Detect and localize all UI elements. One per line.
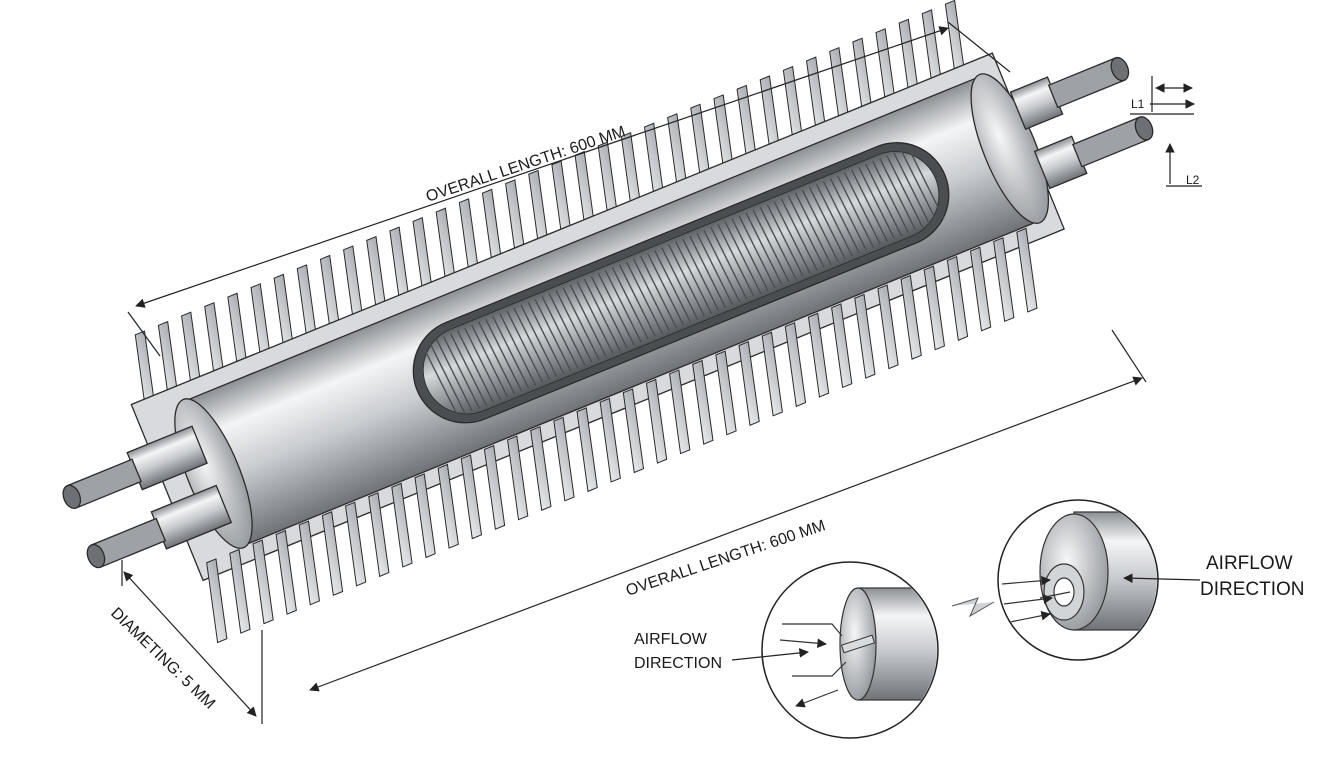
detail-view-left — [761, 561, 939, 739]
coil-turn — [527, 301, 565, 375]
right-terminal-lower — [1033, 116, 1154, 190]
coil-turn — [541, 295, 579, 369]
fin — [275, 529, 297, 615]
dimension-bottom — [309, 329, 1147, 692]
airflow-right-label-line2: DIRECTION — [1200, 579, 1305, 600]
l2-label: L2 — [1186, 173, 1200, 187]
coil-turn — [520, 304, 558, 377]
coil-turn — [534, 298, 572, 372]
fin — [252, 539, 274, 625]
coil-turn — [513, 307, 551, 380]
detail-view-right — [997, 499, 1159, 661]
left-terminal-lower — [86, 484, 233, 569]
diameter-label: DIAMETING: 5 MM — [107, 605, 218, 713]
detail-connector — [951, 597, 995, 618]
l2-marker — [1165, 143, 1202, 187]
dimension-diameter — [121, 560, 263, 724]
right-end-flange — [970, 73, 1050, 224]
coil-turn — [492, 316, 530, 389]
airflow-left-pointer — [731, 648, 809, 661]
airflow-left-label-line1: AIRFLOW — [634, 631, 708, 648]
l1-marker — [1130, 76, 1195, 115]
overall-length-top-label: OVERALL LENGTH: 600 MM — [424, 123, 628, 206]
fin — [1016, 227, 1038, 313]
airflow-right-label-line1: AIRFLOW — [1206, 553, 1293, 574]
fin — [993, 237, 1015, 323]
fin — [969, 246, 992, 332]
fin — [946, 255, 969, 341]
coil-turn — [499, 313, 537, 386]
right-terminal-upper — [1009, 56, 1130, 131]
coil-turn — [506, 310, 544, 383]
airflow-right-pointer — [1123, 573, 1201, 584]
airflow-left-label-line2: DIRECTION — [634, 655, 722, 672]
left-terminal-upper — [62, 425, 208, 509]
dimension-top — [127, 21, 1011, 357]
l1-label: L1 — [1131, 97, 1145, 111]
